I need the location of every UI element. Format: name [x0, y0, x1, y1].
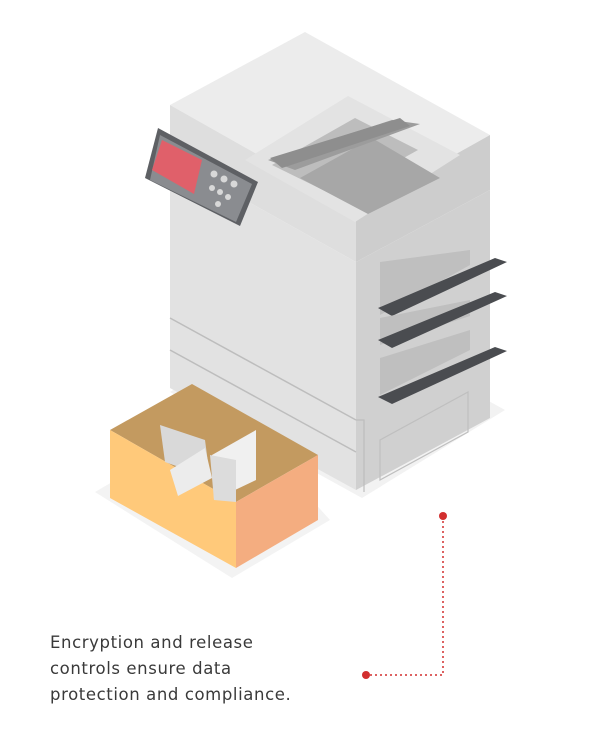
control-screen: [152, 140, 202, 194]
callout-dot-end: [362, 671, 370, 679]
scanner-feeder: [245, 96, 460, 222]
output-trays: [378, 250, 507, 404]
callout-dot-top: [439, 512, 447, 520]
paper-box: [110, 384, 318, 568]
caption-line-3: protection and compliance.: [50, 685, 292, 704]
caption-line-2: controls ensure data: [50, 659, 232, 678]
feature-caption: Encryption and release controls ensure d…: [50, 630, 350, 708]
caption-line-1: Encryption and release: [50, 633, 254, 652]
callout-connector: [362, 512, 447, 679]
control-panel: [145, 128, 258, 226]
